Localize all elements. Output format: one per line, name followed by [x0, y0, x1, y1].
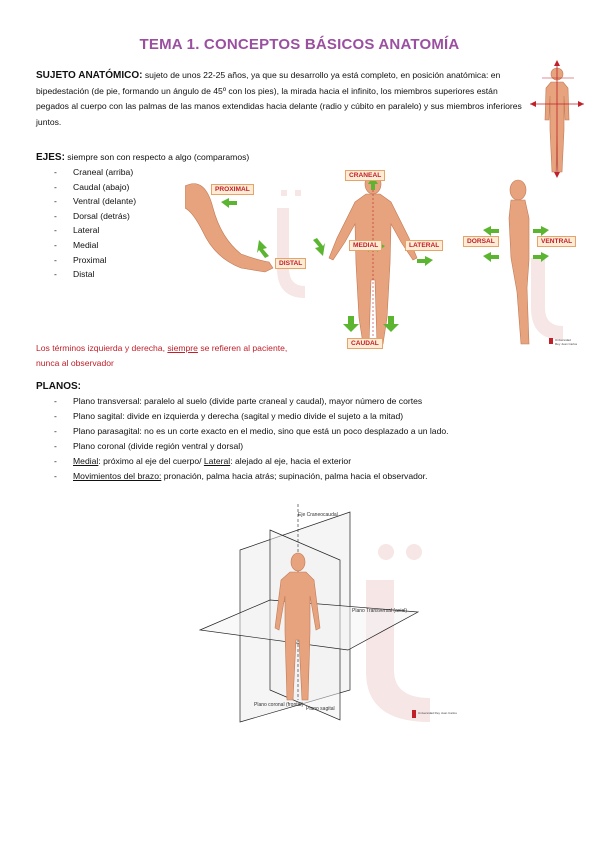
list-item: Ventral (delante) — [54, 194, 136, 209]
label-plano-transversal: Plano Transversal (axial) — [352, 608, 407, 614]
note-text-before: Los términos izquierda y derecha, — [36, 343, 168, 353]
movimientos-def: pronación, palma hacia atrás; supinación… — [161, 471, 428, 481]
list-item: Caudal (abajo) — [54, 180, 136, 195]
label-lateral: LATERAL — [405, 240, 444, 251]
list-item: Plano sagital: divide en izquierda y der… — [54, 409, 574, 424]
list-item: Plano coronal (divide región ventral y d… — [54, 439, 574, 454]
medial-term: Medial — [73, 456, 99, 466]
label-craneal: CRANEAL — [345, 170, 386, 181]
label-dorsal: DORSAL — [463, 236, 499, 247]
page-title: TEMA 1. CONCEPTOS BÁSICOS ANATOMÍA — [139, 36, 460, 53]
note-underlined: siempre — [167, 343, 198, 353]
list-item: Plano parasagital: no es un corte exacto… — [54, 424, 574, 439]
axes-figures: Universidad Rey Juan Carlos — [185, 173, 578, 348]
label-ventral: VENTRAL — [537, 236, 577, 247]
sujeto-text: sujeto de unos 22-25 años, ya que su des… — [36, 70, 522, 127]
list-item: Medial — [54, 238, 136, 253]
medial-def: : próximo al eje del cuerpo/ — [98, 456, 204, 466]
planos-heading: PLANOS: — [36, 381, 81, 392]
ejes-heading-line: EJES: siempre son con respecto a algo (c… — [36, 152, 249, 163]
sujeto-anatomico-paragraph: SUJETO ANATÓMICO: sujeto de unos 22-25 a… — [36, 68, 522, 130]
label-eje-craneocaudal: Eje Craneocaudal — [298, 512, 338, 518]
list-item: Dorsal (detrás) — [54, 209, 136, 224]
list-item: Proximal — [54, 253, 136, 268]
lateral-def: : alejado al eje, hacia el exterior — [230, 456, 352, 466]
ejes-list: Craneal (arriba) Caudal (abajo) Ventral … — [54, 165, 136, 282]
anatomic-figure-axes — [530, 60, 584, 178]
list-item: Distal — [54, 267, 136, 282]
list-item: Movimientos del brazo: pronación, palma … — [54, 469, 574, 484]
logo-text: Universidad Rey Juan Carlos — [418, 711, 457, 715]
list-item: Plano transversal: paralelo al suelo (di… — [54, 394, 574, 409]
sujeto-label: SUJETO ANATÓMICO: — [36, 70, 143, 81]
label-distal: DISTAL — [275, 258, 307, 269]
list-item: Lateral — [54, 223, 136, 238]
label-plano-sagital: Plano sagital — [306, 706, 335, 712]
planos-list: Plano transversal: paralelo al suelo (di… — [54, 394, 574, 484]
left-right-note: Los términos izquierda y derecha, siempr… — [36, 341, 301, 370]
movimientos-term: Movimientos del brazo: — [73, 471, 162, 481]
university-logo — [412, 710, 416, 718]
note-text-after: se refieren al paciente, nunca al observ… — [36, 343, 288, 368]
label-caudal: CAUDAL — [347, 338, 383, 349]
ejes-label: EJES: — [36, 152, 65, 163]
label-proximal: PROXIMAL — [211, 184, 254, 195]
list-item: Medial: próximo al eje del cuerpo/ Later… — [54, 454, 574, 469]
list-item: Craneal (arriba) — [54, 165, 136, 180]
svg-text:Rey Juan Carlos: Rey Juan Carlos — [555, 342, 578, 346]
axes-illustration: Universidad Rey Juan Carlos PROXIMAL DIS… — [185, 168, 580, 354]
svg-text:Universidad: Universidad — [555, 338, 571, 342]
ejes-intro: siempre son con respecto a algo (compara… — [64, 152, 250, 162]
label-medial: MEDIAL — [349, 240, 383, 251]
planes-diagram: Eje Craneocaudal Plano Transversal (axia… — [198, 504, 457, 723]
label-plano-coronal: Plano coronal (frontal) — [254, 702, 304, 708]
lateral-term: Lateral — [203, 456, 231, 466]
